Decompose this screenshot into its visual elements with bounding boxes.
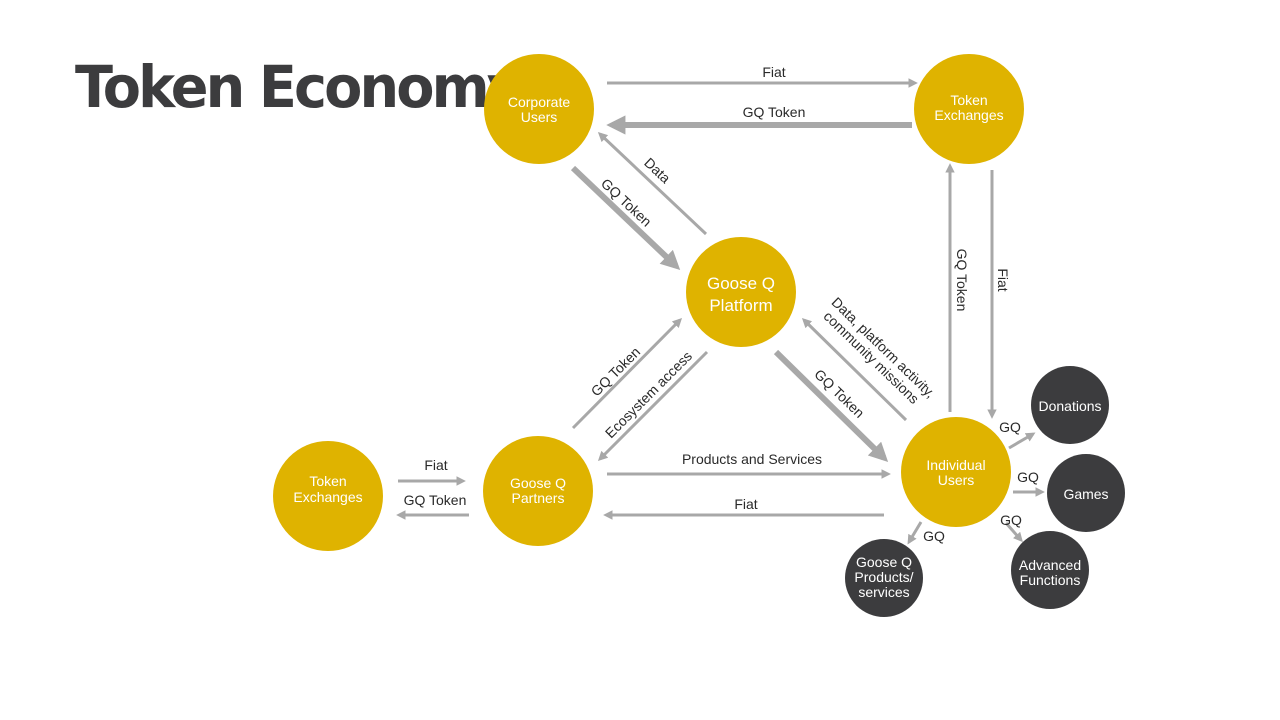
label-exch-to-corp-token: GQ Token [743,104,806,120]
edge-individual-to-platform [801,317,908,422]
node-label: Partners [512,490,565,506]
label-partners-to-platform-token: GQ Token [588,344,644,400]
page-title: Token Economy [75,53,523,121]
edge-platform-to-individual [773,349,889,463]
node-label: Corporate [508,94,570,110]
node-goose-q-partners: Goose Q Partners [483,436,593,546]
label-partners-to-indiv-products: Products and Services [682,451,822,467]
label-indiv-to-products: GQ [923,528,945,544]
node-label: Donations [1038,398,1101,414]
label-indiv-to-exch-token: GQ Token [954,249,970,312]
node-label: Token [950,92,987,108]
edge-individual-to-advanced [1004,522,1023,543]
label-platform-to-corp-data: Data [641,154,674,186]
edge-platform-to-corp [597,132,708,236]
node-advanced-functions: Advanced Functions [1011,531,1089,609]
node-label: Users [938,472,975,488]
node-games: Games [1047,454,1125,532]
node-label: Individual [926,457,985,473]
node-label: Goose Q [510,475,566,491]
label-indiv-to-donations: GQ [999,419,1021,435]
node-label: Games [1063,486,1108,502]
node-label: Token [309,473,346,489]
node-label: Platform [709,296,772,315]
node-token-exchanges-left: Token Exchanges [273,441,383,551]
label-partners-to-left-exch-token: GQ Token [404,492,467,508]
edge-platform-to-partners [597,350,709,462]
node-label: Advanced [1019,557,1081,573]
node-goose-q-products-services: Goose Q Products/ services [845,539,923,617]
node-individual-users: Individual Users [901,417,1011,527]
edge-individual-to-products [907,521,923,545]
label-indiv-to-partners-fiat: Fiat [734,496,757,512]
node-goose-q-platform: Goose Q Platform [686,237,796,347]
edge-partners-to-platform [571,317,683,430]
node-token-exchanges-top: Token Exchanges [914,54,1024,164]
label-indiv-to-games: GQ [1017,469,1039,485]
label-corp-to-exch-fiat: Fiat [762,64,785,80]
label-indiv-to-advanced: GQ [1000,512,1022,528]
node-donations: Donations [1031,366,1109,444]
node-label: services [858,584,909,600]
node-label: Users [521,109,558,125]
node-label: Goose Q [856,554,912,570]
label-indiv-to-platform-data-1: Data, platform activity, [828,294,938,401]
node-label: Products/ [854,569,913,585]
label-exch-to-indiv-fiat: Fiat [995,268,1011,291]
node-label: Functions [1020,572,1081,588]
node-corporate-users: Corporate Users [484,54,594,164]
node-label: Goose Q [707,274,775,293]
edge-individual-to-donations [1008,432,1036,450]
edges [396,78,1045,545]
label-left-exch-to-partners-fiat: Fiat [424,457,447,473]
edge-corp-to-platform [570,165,681,270]
node-label: Exchanges [293,489,362,505]
node-label: Exchanges [934,107,1003,123]
